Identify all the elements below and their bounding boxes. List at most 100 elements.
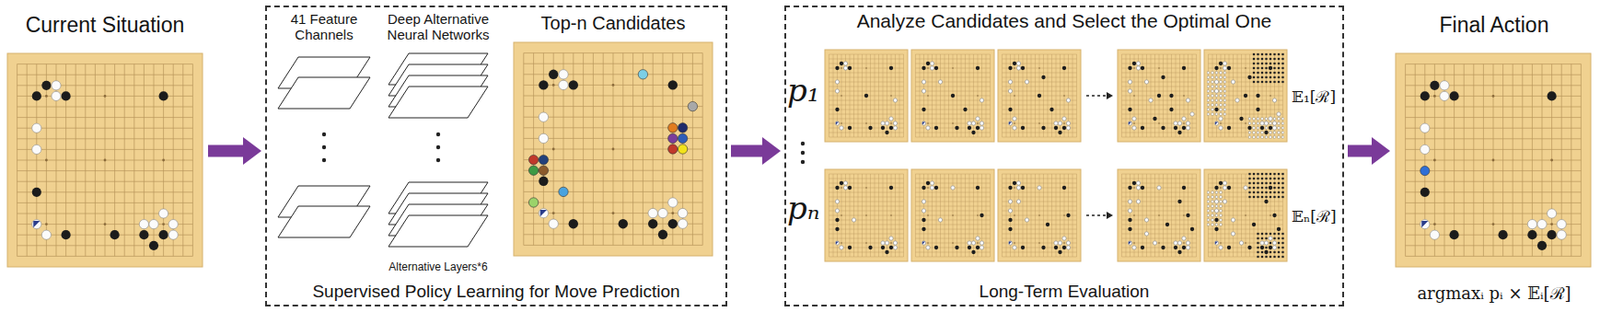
stone: [1182, 126, 1186, 130]
territory-mark: [1215, 85, 1218, 88]
grid-line: [1072, 54, 1074, 138]
grid-line: [915, 243, 991, 244]
board-panel: Final Actionargmaxᵢ pᵢ × 𝔼ᵢ[ℛ]: [1393, 7, 1595, 308]
territory-mark: [1264, 177, 1267, 180]
stone: [1268, 245, 1273, 250]
stone: [528, 154, 538, 164]
stone: [934, 66, 939, 70]
grid-line: [1580, 64, 1582, 257]
territory-mark: [1264, 76, 1267, 79]
territory-mark: [1273, 182, 1276, 185]
grid-line: [1134, 173, 1136, 257]
grid-line: [989, 54, 991, 138]
territory-mark: [1281, 182, 1284, 185]
territory-mark: [1206, 90, 1209, 93]
stone: [979, 241, 984, 245]
grid-line: [1208, 233, 1284, 235]
stone: [1272, 98, 1276, 103]
stone: [548, 69, 558, 80]
star-point: [1433, 222, 1437, 226]
stone: [892, 121, 897, 126]
stone: [32, 91, 42, 101]
grid-line: [1208, 109, 1284, 111]
stone: [1008, 208, 1012, 213]
grid-line: [1405, 191, 1582, 193]
territory-mark: [1261, 53, 1264, 56]
stone: [934, 126, 939, 130]
stone: [149, 241, 159, 251]
last-move-marker: [835, 241, 839, 244]
grid-line: [1512, 64, 1514, 257]
board-ground: [1204, 49, 1287, 142]
territory-mark: [1211, 209, 1214, 212]
stone: [926, 61, 930, 66]
territory-mark: [1252, 62, 1255, 65]
stone: [139, 230, 149, 240]
star-point: [1269, 94, 1272, 97]
grid-line: [1002, 104, 1078, 106]
grid-line: [915, 229, 991, 231]
territory-mark: [1256, 246, 1259, 249]
stone: [528, 197, 538, 208]
grid-line: [915, 104, 991, 106]
star-point: [552, 83, 556, 87]
stone: [1127, 227, 1132, 232]
territory-mark: [1248, 117, 1251, 120]
territory-mark: [1269, 122, 1272, 125]
territory-mark: [1273, 186, 1276, 189]
star-point: [552, 148, 556, 151]
stone: [921, 199, 926, 204]
node-caption: Alternative Layers*6: [377, 261, 499, 275]
probability-label: p₁: [787, 71, 820, 109]
star-point: [104, 94, 107, 98]
grid-line: [1405, 223, 1582, 225]
stone: [1066, 98, 1070, 103]
grid-line: [915, 132, 991, 134]
grid-line: [927, 54, 929, 138]
territory-mark: [1219, 85, 1222, 88]
grid-line: [1162, 173, 1164, 257]
stone: [889, 236, 893, 241]
territory-mark: [1261, 71, 1264, 74]
territory-mark: [1277, 127, 1280, 129]
territory-mark: [1269, 131, 1272, 134]
stone: [834, 89, 839, 93]
territory-mark: [1256, 251, 1259, 254]
territory-mark: [1206, 200, 1209, 203]
territory-mark: [1206, 205, 1209, 208]
territory-mark: [1252, 53, 1255, 56]
stone: [648, 219, 658, 229]
stone: [677, 123, 687, 133]
board-ground: [824, 49, 908, 142]
territory-mark: [1206, 196, 1209, 198]
grid-line: [1249, 54, 1251, 138]
territory-mark: [1252, 136, 1255, 139]
star-point: [1038, 214, 1041, 217]
stone: [934, 185, 939, 190]
stone: [975, 116, 980, 121]
territory-mark: [1281, 196, 1284, 198]
stone: [843, 181, 847, 186]
territory-mark: [1211, 191, 1214, 194]
grid-line: [878, 54, 880, 138]
grid-line: [829, 256, 905, 258]
territory-mark: [1223, 76, 1226, 79]
sequence-arrow: [1086, 94, 1107, 97]
grid-line: [1047, 173, 1049, 257]
go-board: [997, 169, 1081, 262]
territory-mark: [1281, 173, 1284, 175]
grid-line: [989, 173, 991, 257]
grid-line: [1134, 54, 1136, 138]
stone: [1185, 98, 1190, 103]
territory-mark: [1223, 99, 1226, 102]
node-heading: Final Action: [1393, 12, 1595, 37]
territory-mark: [1219, 209, 1222, 212]
stone: [1041, 126, 1045, 130]
stone: [538, 112, 548, 122]
stone: [1169, 107, 1173, 112]
stone: [1272, 245, 1276, 250]
stone: [884, 121, 889, 126]
last-move-marker: [540, 209, 547, 217]
star-point: [45, 159, 48, 163]
stone: [967, 241, 972, 245]
